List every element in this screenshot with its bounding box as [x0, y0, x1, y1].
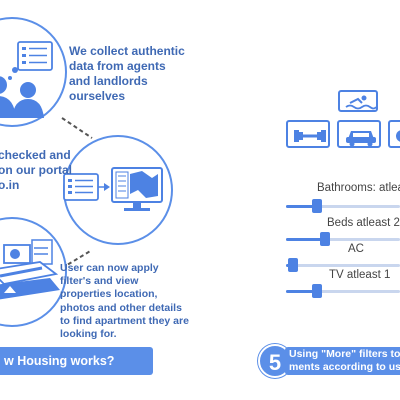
- dashed-connector-2: [61, 249, 93, 269]
- portal-line-1: checked and: [0, 148, 71, 162]
- step-portal-text: checked and on our portal o.in: [0, 148, 72, 193]
- location-pin-icon: [4, 286, 16, 293]
- slider-bathrooms[interactable]: [286, 199, 400, 213]
- more-filters-banner-line-1: Using "More" filters to: [289, 348, 400, 360]
- partial-icon[interactable]: [388, 120, 400, 148]
- slider-beds[interactable]: [286, 232, 400, 246]
- how-it-works-banner: w Housing works?: [0, 347, 153, 375]
- slider-tv[interactable]: [286, 284, 400, 298]
- more-filters-panel: Bathrooms: atleast Beds atleast 2 AC TV …: [286, 182, 400, 332]
- more-filters-banner-line-2: ments according to us: [289, 361, 400, 373]
- portal-line-2: on our portal: [0, 163, 72, 177]
- swimming-pool-icon[interactable]: [338, 90, 378, 112]
- filter-label-beds: Beds atleast 2: [327, 217, 400, 229]
- gym-dumbbell-icon[interactable]: [286, 120, 330, 148]
- car-parking-icon[interactable]: [337, 120, 381, 148]
- slider-ac[interactable]: [286, 258, 400, 272]
- more-filters-banner: Using "More" filters to ments according …: [285, 347, 400, 375]
- filter-label-ac: AC: [348, 243, 364, 255]
- map-illustration: [0, 217, 67, 327]
- agents-illustration: [0, 17, 67, 127]
- filter-label-tv: TV atleast 1: [329, 269, 391, 281]
- step-collect-text: We collect authentic data from agents an…: [69, 44, 185, 103]
- dashed-connector-1: [61, 117, 93, 139]
- filter-label-bathrooms: Bathrooms: atleast: [317, 182, 400, 194]
- portal-line-3: o.in: [0, 178, 20, 192]
- step-filters-text: User can now apply filter's and view pro…: [60, 262, 189, 341]
- computer-illustration: [63, 135, 173, 245]
- person-icon: [0, 76, 7, 94]
- person-icon: [20, 82, 36, 98]
